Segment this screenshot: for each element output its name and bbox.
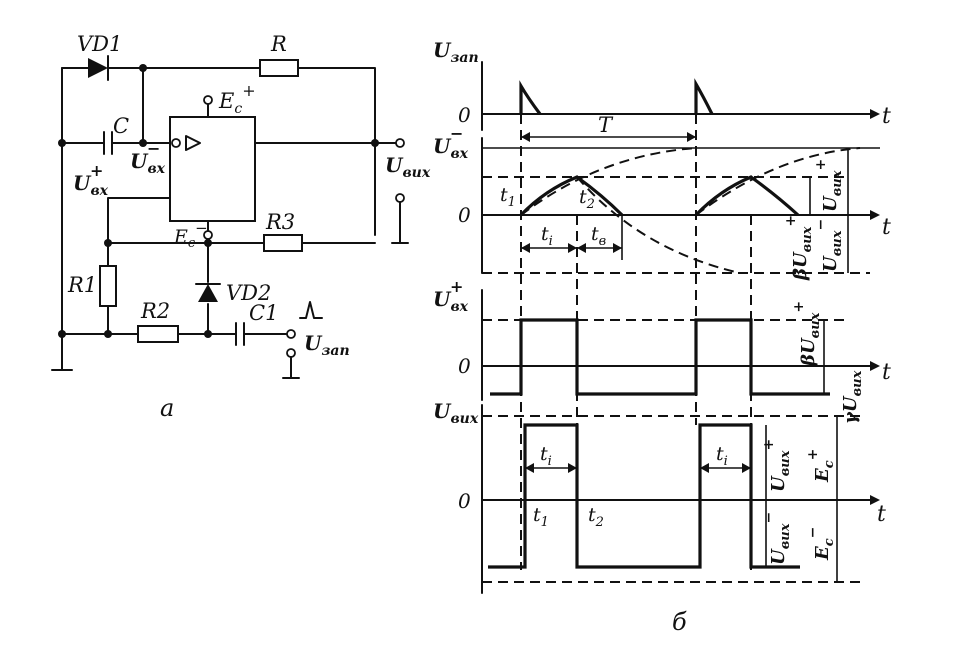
output-label: Uвих [385, 153, 431, 181]
p4-uneg-label: Uвих− [761, 512, 793, 565]
uvx-plus-waveform [490, 318, 830, 396]
ti-label-p4-2: ti [716, 443, 728, 469]
r3-label: R3 [265, 210, 295, 234]
p4-ec-pos-label: Ec+ [805, 449, 837, 483]
inverting-input-label: Uвх− [130, 139, 166, 177]
output-terminal [395, 138, 405, 148]
uvx-minus-charge-1 [519, 175, 624, 217]
panel3-label: Uвх+ [433, 277, 469, 315]
noninverting-input-label: Uвх+ [73, 161, 109, 199]
zero-panel2: 0 [458, 203, 471, 227]
timing-diagram: Uзап Uвх− Uвх+ Uвих 0 0 0 0 t t t t T t1… [433, 38, 891, 636]
uvx-minus-charge-2 [694, 175, 800, 217]
vd1-diode [88, 55, 109, 81]
p3-beta-label: βUвих+ [791, 301, 823, 367]
t-axis-label-2: t [882, 215, 891, 240]
zero-panel4: 0 [458, 489, 471, 513]
r3-resistor [263, 234, 303, 252]
uvx-minus-asymptote-up-2 [695, 147, 861, 216]
circuit-schematic: VD1 R C R3 R1 R2 VD2 C1 Ec+ Ec− Uвх− Uвх… [51, 32, 431, 422]
timing-caption: б [672, 608, 687, 636]
supply-pos-label: Ec+ [218, 81, 256, 117]
t2-label-p2: t2 [579, 186, 595, 212]
trigger-terminal [286, 329, 296, 339]
p2-dimensions [809, 148, 849, 273]
panel4-label: Uвих [433, 399, 479, 427]
t1-label-p2: t1 [500, 184, 516, 210]
zero-panel1: 0 [458, 103, 471, 127]
trigger-label: Uзап [304, 331, 350, 359]
t-axis-label-3: t [882, 360, 891, 385]
supply-neg-label: Ec− [173, 219, 208, 251]
t-axis-label-1: t [882, 104, 891, 129]
p2-upos-label: Uвих+ [813, 159, 845, 212]
r2-resistor [137, 325, 179, 343]
output-waveform [488, 423, 800, 569]
c-label: C [113, 114, 129, 138]
p3-gamma-label: γUвих [840, 370, 865, 424]
tv-label-p2: tв [591, 223, 606, 249]
p2-uneg-label: Uвих− [813, 219, 845, 272]
t2-label-p4: t2 [588, 504, 604, 530]
uvx-minus-asymptote-down [576, 176, 741, 274]
c1-label: C1 [249, 301, 278, 325]
uvx-minus-asymptote-up-1 [520, 147, 697, 216]
op-amp [169, 116, 256, 222]
period-label: T [598, 113, 614, 137]
p4-upos-label: Uвих+ [761, 439, 793, 492]
zero-panel3: 0 [458, 354, 471, 378]
r1-resistor [99, 265, 117, 307]
t-axis-label-4: t [877, 502, 886, 527]
panel1-label: Uзап [433, 38, 479, 66]
t1-label-p4: t1 [533, 504, 549, 530]
trigger-pulse-2 [694, 78, 714, 115]
ti-label-p4-1: ti [540, 443, 552, 469]
trigger-pulse-1 [519, 80, 542, 115]
r1-label: R1 [67, 273, 97, 297]
circuit-caption: а [160, 394, 174, 422]
p2-beta-label: βUвих+ [783, 215, 815, 281]
ti-label-p2: ti [541, 223, 553, 249]
vd2-label: VD2 [226, 281, 271, 305]
panel2-label: Uвх− [433, 124, 469, 162]
r-label: R [270, 32, 287, 56]
r2-label: R2 [140, 299, 170, 323]
p4-ec-neg-label: Ec− [805, 527, 837, 561]
c1-capacitor [235, 322, 245, 346]
c-capacitor [103, 131, 113, 155]
vd2-diode [195, 283, 221, 302]
vd1-label: VD1 [77, 32, 122, 56]
r-resistor [259, 59, 299, 77]
p4-dimensions [765, 416, 838, 582]
